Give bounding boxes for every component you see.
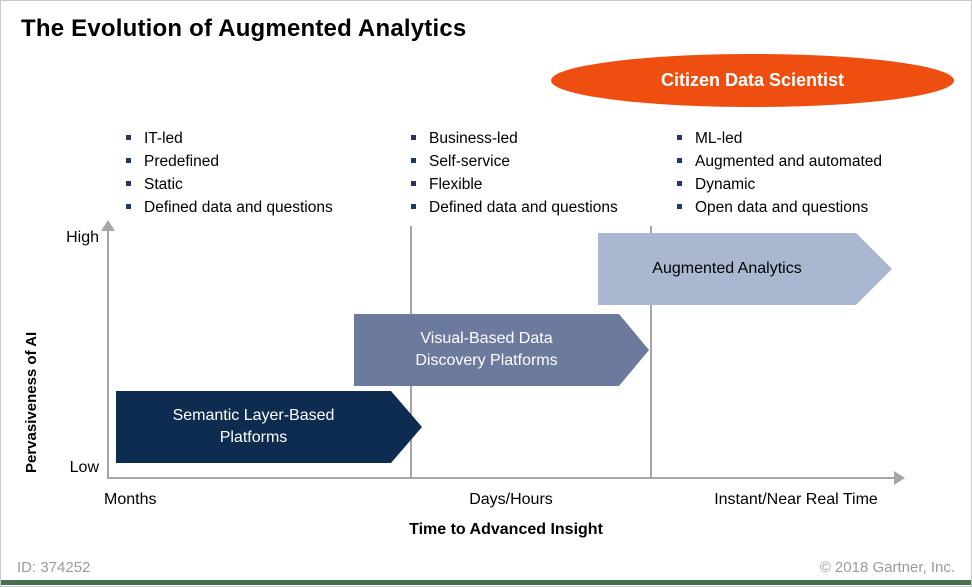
list-item-label: ML-led [695,130,743,147]
list-item: Business-led [411,127,681,150]
list-item: IT-led [126,127,396,150]
x-tick-days-hours: Days/Hours [469,491,553,508]
list-item: Self-service [411,150,681,173]
x-axis-title: Time to Advanced Insight [409,521,603,538]
bullet-list-ml-led: ML-led Augmented and automated Dynamic O… [677,127,962,219]
stage-arrow-semantic-layer: Semantic Layer-Based Platforms [116,391,422,463]
list-item: Augmented and automated [677,150,962,173]
list-item-label: Static [144,176,183,193]
list-item: Open data and questions [677,196,962,219]
list-item-label: Business-led [429,130,518,147]
list-item: Dynamic [677,173,962,196]
x-tick-instant: Instant/Near Real Time [714,491,878,508]
bullet-icon [677,204,682,209]
bullet-list-it-led: IT-led Predefined Static Defined data an… [126,127,396,219]
stage-label: Visual-Based Data Discovery Platforms [415,330,558,369]
stage-arrow-augmented-analytics: Augmented Analytics [598,233,892,305]
bullet-list-business-led: Business-led Self-service Flexible Defin… [411,127,681,219]
bullet-icon [126,181,131,186]
list-item: ML-led [677,127,962,150]
list-item-label: Flexible [429,176,483,193]
x-axis-arrowhead-icon [894,471,905,485]
y-axis-line [107,230,109,479]
y-axis-low-label: Low [69,459,99,476]
page-title: The Evolution of Augmented Analytics [21,15,467,42]
list-item-label: Defined data and questions [144,199,333,216]
bullet-icon [126,204,131,209]
list-item: Defined data and questions [126,196,396,219]
bullet-icon [411,204,416,209]
list-item: Defined data and questions [411,196,681,219]
list-item: Flexible [411,173,681,196]
bullet-icon [677,181,682,186]
stage-arrow-visual-based: Visual-Based Data Discovery Platforms [354,314,649,386]
document-id: ID: 374252 [17,559,91,576]
citizen-data-scientist-ellipse: Citizen Data Scientist [551,54,954,107]
y-axis-title: Pervasiveness of AI [23,331,40,473]
stage-label: Augmented Analytics [652,260,802,277]
bullet-icon [411,158,416,163]
y-axis-high-label: High [66,229,99,246]
x-axis-line [107,477,894,479]
stage-label: Semantic Layer-Based Platforms [172,407,335,446]
copyright: © 2018 Gartner, Inc. [819,559,955,576]
list-item-label: Defined data and questions [429,199,618,216]
list-item-label: IT-led [144,130,183,147]
bullet-icon [411,135,416,140]
ellipse-label: Citizen Data Scientist [660,70,845,90]
bullet-icon [126,158,131,163]
y-axis-arrowhead-icon [101,220,115,231]
x-tick-months: Months [104,491,157,508]
list-item-label: Augmented and automated [695,153,882,170]
list-item-label: Dynamic [695,176,756,193]
list-item: Static [126,173,396,196]
list-item-label: Predefined [144,153,219,170]
divider-days-instant [650,226,652,478]
list-item: Predefined [126,150,396,173]
bullet-icon [411,181,416,186]
bottom-green-bar [1,580,971,585]
bullet-icon [126,135,131,140]
list-item-label: Open data and questions [695,199,869,216]
list-item-label: Self-service [429,153,510,170]
bullet-icon [677,135,682,140]
bullet-icon [677,158,682,163]
